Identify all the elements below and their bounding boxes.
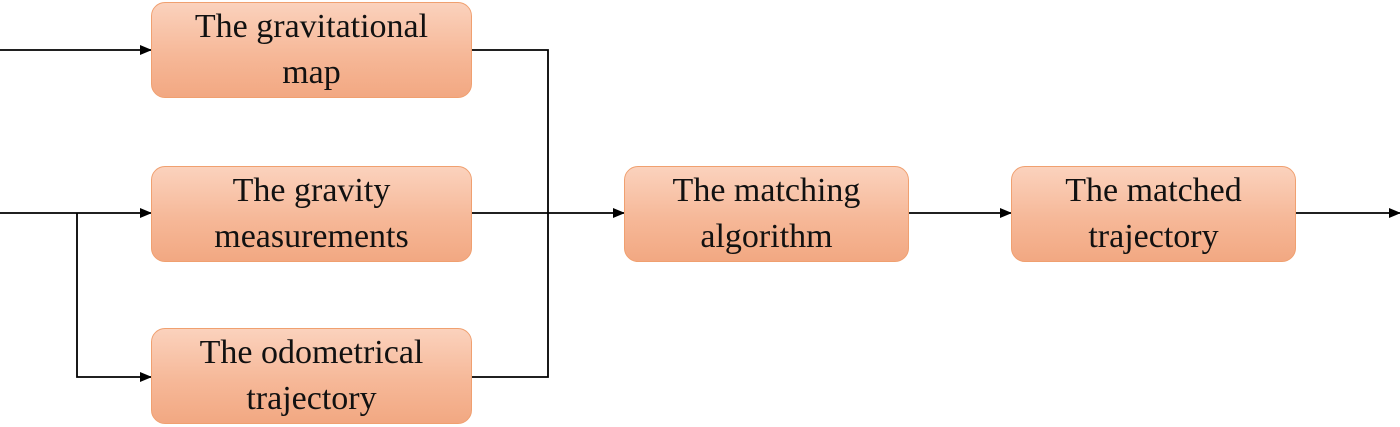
connector-odometrical-out — [472, 213, 549, 378]
node-label-line1: The odometrical — [199, 334, 424, 371]
node-label-line2: trajectory — [1088, 218, 1219, 255]
node-label-line1: The matched — [1065, 172, 1242, 209]
node-label-line2: trajectory — [246, 380, 377, 417]
node-label-line2: measurements — [214, 218, 409, 255]
node-odometrical-trajectory: The odometrical trajectory — [151, 328, 472, 424]
node-gravity-measurements: The gravity measurements — [151, 166, 472, 262]
node-label-line1: The matching — [672, 172, 861, 209]
node-gravitational-map: The gravitational map — [151, 2, 472, 98]
node-label-line1: The gravity — [232, 172, 391, 209]
branch-arrow-odometrical-trajectory — [76, 213, 152, 382]
node-matched-trajectory: The matched trajectory — [1011, 166, 1296, 262]
node-matching-algorithm: The matching algorithm — [624, 166, 909, 262]
node-label-line2: algorithm — [700, 218, 833, 255]
node-label-line1: The gravitational — [194, 8, 429, 45]
node-label-line2: map — [282, 54, 341, 91]
connector-gravitational-map-out — [472, 49, 549, 213]
